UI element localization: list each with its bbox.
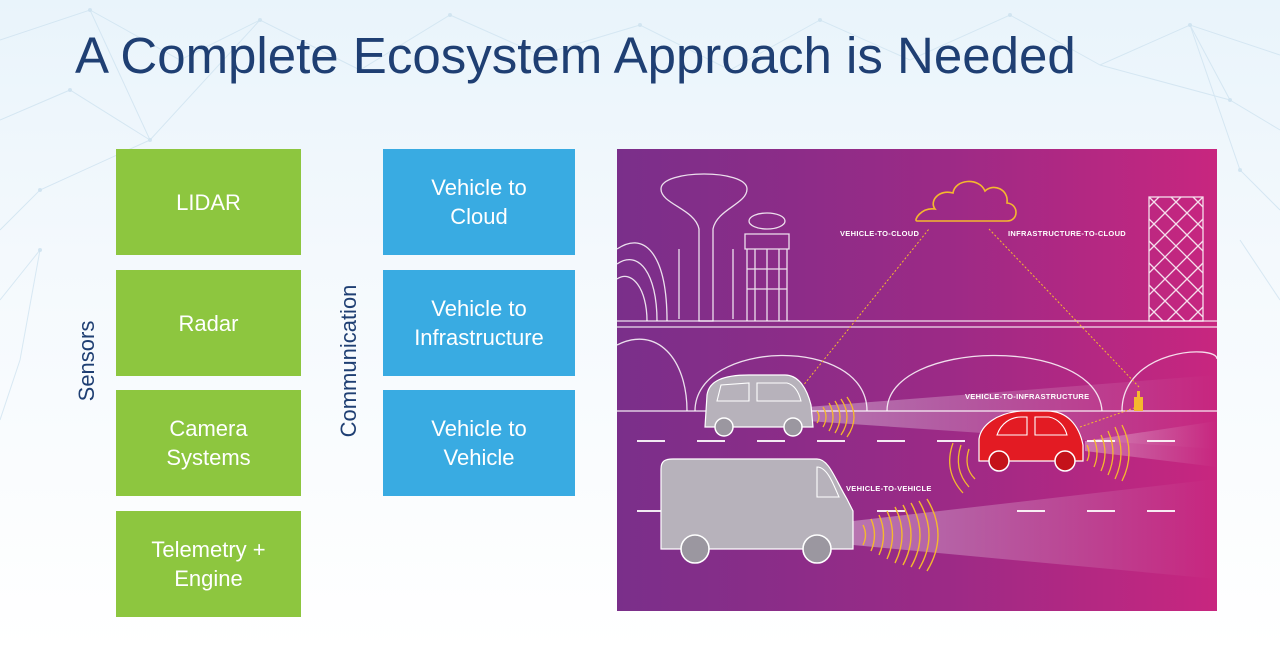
tag-vehicle-to-infrastructure: VEHICLE-TO-INFRASTRUCTURE [965, 392, 1089, 401]
communication-box-vehicle-to-infrastructure: Vehicle to Infrastructure [383, 270, 575, 376]
sensor-box-label: LIDAR [176, 189, 241, 215]
headlight-beam-van [853, 479, 1217, 579]
signal-waves-grey-car [816, 396, 855, 438]
skyline-buildings [617, 173, 1204, 322]
slide-title: A Complete Ecosystem Approach is Needed [75, 27, 1076, 84]
roadside-beacon-icon [1134, 391, 1143, 411]
connected-vehicle-illustration: VEHICLE-TO-CLOUD INFRASTRUCTURE-TO-CLOUD… [617, 149, 1217, 611]
grey-car-icon [704, 374, 814, 437]
red-car-icon [978, 410, 1084, 472]
tag-vehicle-to-cloud: VEHICLE-TO-CLOUD [840, 229, 920, 238]
sensor-box-label: Camera Systems [166, 416, 251, 470]
communication-box-label: Vehicle to Infrastructure [414, 296, 544, 350]
headlight-beam-red-car [1085, 421, 1217, 467]
sensor-box-radar: Radar [116, 270, 301, 376]
sensor-box-camera-systems: Camera Systems [116, 390, 301, 496]
cloud-icon [915, 180, 1017, 222]
communication-box-vehicle-to-cloud: Vehicle to Cloud [383, 149, 575, 255]
sensor-box-lidar: LIDAR [116, 149, 301, 255]
connection-lines [801, 228, 1140, 428]
scene-svg: VEHICLE-TO-CLOUD INFRASTRUCTURE-TO-CLOUD… [617, 149, 1217, 611]
communication-box-label: Vehicle to Vehicle [431, 416, 527, 470]
tag-vehicle-to-vehicle: VEHICLE-TO-VEHICLE [846, 484, 932, 493]
sensors-label: Sensors [74, 320, 99, 402]
sensor-box-label: Telemetry + Engine [151, 537, 266, 591]
sensor-box-telemetry-engine: Telemetry + Engine [116, 511, 301, 617]
signal-waves-red-car [949, 424, 1130, 494]
communication-box-vehicle-to-vehicle: Vehicle to Vehicle [383, 390, 575, 496]
communication-label: Communication [336, 284, 361, 438]
tag-infrastructure-to-cloud: INFRASTRUCTURE-TO-CLOUD [1008, 229, 1126, 238]
signal-waves-van [862, 498, 939, 572]
communication-box-label: Vehicle to Cloud [431, 175, 527, 229]
sensor-box-label: Radar [178, 310, 239, 336]
grey-van-icon [660, 458, 854, 564]
